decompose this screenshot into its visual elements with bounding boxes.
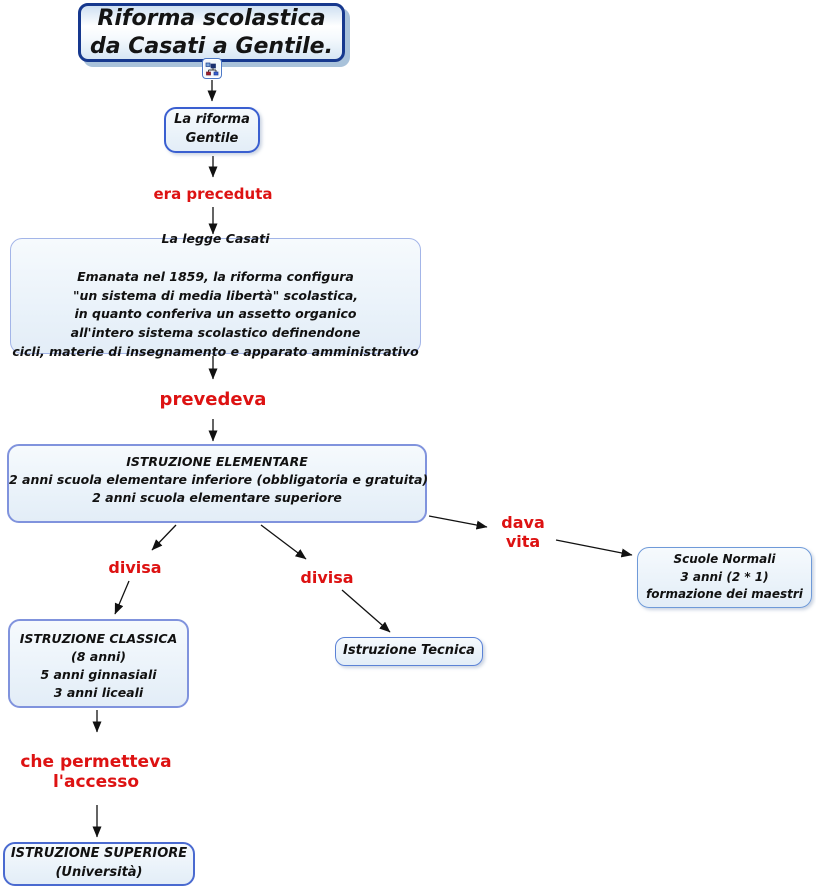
node-legge-casati[interactable]: La legge Casati Emanata nel 1859, la rif… [10,231,421,359]
title-line-1: Riforma scolastica [97,6,326,31]
node-line: all'intero sistema scolastico definendon… [70,325,361,341]
arrow-elementare-to-dava-vita [428,515,488,530]
node-riforma-gentile[interactable]: La riforma Gentile [164,107,260,153]
link-label-line: che permetteva [20,752,172,772]
arrow-elementare-to-divisa-left [151,524,177,551]
node-scuole-normali[interactable]: Scuole Normali 3 anni (2 * 1) formazione… [637,547,812,608]
arrow-divisa-left-to-classica [114,580,130,615]
org-chart-icon [205,62,219,75]
node-istruzione-classica[interactable]: ISTRUZIONE CLASSICA (8 anni) 5 anni ginn… [8,619,189,708]
node-line: (8 anni) [71,649,126,665]
node-line: 5 anni ginnasiali [40,667,157,683]
link-label-divisa-left: divisa [108,558,162,577]
node-line: La riforma [174,112,250,128]
node-line: Istruzione Tecnica [343,643,475,659]
link-label-che-permetteva: che permetteva l'accesso [20,752,171,793]
node-line: Emanata nel 1859, la riforma configura [77,268,354,284]
node-line: in quanto conferiva un assetto organico [74,306,357,322]
node-spacer [11,249,420,268]
link-label-line: l'accesso [52,772,140,793]
arrow-dava-vita-to-normali [555,539,633,558]
node-istruzione-tecnica[interactable]: Istruzione Tecnica [335,637,483,666]
node-line: (Università) [55,865,143,880]
node-line: cicli, materie di insegnamento e apparat… [12,343,419,359]
node-title: La legge Casati [161,231,270,247]
arrow-elementare-to-divisa-middle [260,524,307,560]
arrow-divisa-middle-to-tecnica [341,589,391,633]
node-istruzione-elementare[interactable]: ISTRUZIONE ELEMENTARE 2 anni scuola elem… [7,444,429,523]
node-line: 2 anni scuola elementare inferiore (obbl… [9,472,429,488]
node-line: ISTRUZIONE ELEMENTARE [126,454,308,469]
node-line: ISTRUZIONE CLASSICA [19,631,178,646]
link-label-divisa-middle: divisa [300,568,354,587]
hierarchy-expand-button[interactable] [202,58,222,79]
node-line: 3 anni (2 * 1) [680,569,769,584]
node-line: formazione dei maestri [646,587,803,602]
link-label-line: vita [505,532,541,552]
title-line-2: da Casati a Gentile. [90,33,333,59]
node-line: 3 anni liceali [53,685,144,701]
node-line: ISTRUZIONE SUPERIORE [10,846,188,862]
link-label-dava-vita: dava vita [501,513,544,551]
root-node-title[interactable]: Riforma scolastica da Casati a Gentile. [78,3,345,62]
node-line: Scuole Normali [673,552,776,567]
node-istruzione-superiore[interactable]: ISTRUZIONE SUPERIORE (Università) [3,842,195,886]
link-label-prevedeva: prevedeva [159,389,267,410]
node-line: Gentile [185,131,239,146]
node-line: 2 anni scuola elementare superiore [92,490,342,506]
node-line: "un sistema di media libertà" scolastica… [72,287,359,303]
link-label-era-preceduta: era preceduta [153,185,273,203]
link-label-line: dava [501,513,545,532]
